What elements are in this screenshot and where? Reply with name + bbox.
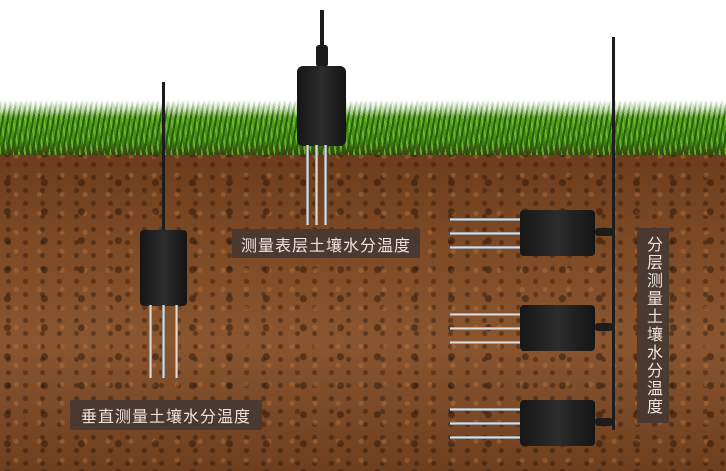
surface-measurement-label: 测量表层土壤水分温度 <box>232 229 420 258</box>
layered-measurement-label: 分层测量土壤水分温度 <box>637 228 669 423</box>
grass-layer <box>0 100 726 155</box>
vertical-measurement-label: 垂直测量土壤水分温度 <box>70 400 262 430</box>
